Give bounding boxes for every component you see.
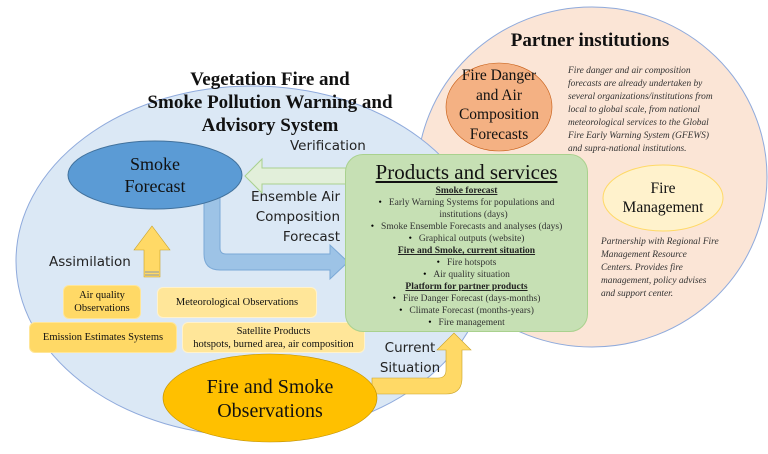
products-services-box: Products and services Smoke forecast Ear… — [345, 154, 588, 332]
section-list: Early Warning Systems for populations an… — [346, 197, 587, 245]
current-situation-line: Situation — [379, 360, 441, 376]
fire-danger-line: Composition — [458, 106, 540, 123]
section-list: Fire Danger Forecast (days-months) Clima… — [346, 293, 587, 329]
air-quality-observations-box: Air quality Observations — [63, 285, 141, 319]
satellite-line: Satellite Products — [236, 325, 311, 337]
observations-ellipse — [162, 353, 378, 443]
smoke-forecast-line: Forecast — [124, 176, 186, 196]
current-situation-line: Current — [384, 340, 436, 356]
smoke-forecast-label: Smoke Forecast — [90, 153, 220, 197]
list-item-continuation: institutions (days) — [439, 210, 508, 220]
main-title-line: Advisory System — [201, 115, 339, 136]
smoke-forecast-line: Smoke — [129, 154, 180, 174]
fire-management-ellipse — [602, 164, 724, 232]
assimilation-arrow — [133, 225, 171, 278]
note-line: meteorological services to the Global — [568, 118, 709, 128]
fire-management-line: Fire — [650, 180, 676, 197]
fire-danger-note: Fire danger and air composition forecast… — [568, 65, 768, 156]
air-quality-line: Air quality — [79, 290, 125, 301]
list-item: Fire Danger Forecast (days-months) — [346, 293, 587, 305]
ensemble-label: Ensemble Air Composition Forecast — [232, 187, 340, 247]
smoke-forecast-ellipse — [67, 140, 243, 210]
note-line: management, policy advises — [601, 276, 707, 286]
fire-danger-line: Fire Danger — [461, 67, 537, 84]
item-text: Smoke Ensemble Forecasts and analyses (d… — [381, 222, 563, 232]
item-text: Fire hotspots — [446, 258, 497, 268]
section-heading: Fire and Smoke, current situation — [397, 246, 536, 256]
fire-danger-line: Forecasts — [469, 125, 529, 143]
emission-estimates-box: Emission Estimates Systems — [29, 322, 177, 353]
meteorological-observations-box: Meteorological Observations — [157, 287, 317, 318]
note-line: forecasts are already undertaken by — [568, 79, 703, 89]
satellite-products-box: Satellite Products hotspots, burned area… — [182, 322, 365, 353]
main-system-title: Vegetation Fire and Smoke Pollution Warn… — [120, 68, 420, 137]
main-title-line: Vegetation Fire and — [190, 69, 350, 90]
list-item: Smoke Ensemble Forecasts and analyses (d… — [346, 221, 587, 233]
note-line: Management Resource — [601, 250, 687, 260]
section-heading: Platform for partner products — [405, 282, 528, 292]
observations-label: Fire and Smoke Observations — [170, 375, 370, 423]
note-line: local to global scale, from national — [568, 105, 700, 115]
satellite-line: hotspots, burned area, air composition — [193, 338, 354, 350]
assimilation-label: Assimilation — [49, 254, 131, 270]
list-item: Graphical outputs (website) — [346, 233, 587, 245]
note-line: Centers. Provides fire — [601, 263, 683, 273]
item-text: Air quality situation — [433, 270, 510, 280]
ensemble-line: Ensemble Air — [250, 189, 340, 205]
verification-label: Verification — [290, 138, 366, 154]
section-list: Fire hotspots Air quality situation — [346, 257, 587, 281]
fire-management-line: Management — [622, 199, 704, 216]
fire-danger-line: and Air — [475, 86, 523, 104]
list-item: Climate Forecast (months-years) — [346, 305, 587, 317]
section-heading: Smoke forecast — [435, 186, 498, 196]
note-line: and support center. — [601, 289, 674, 299]
item-text: Graphical outputs (website) — [418, 234, 525, 244]
item-text: Climate Forecast (months-years) — [409, 306, 534, 316]
fire-danger-ellipse — [445, 62, 553, 152]
observations-line: Observations — [217, 400, 323, 422]
current-situation-label: Current Situation — [374, 338, 446, 378]
verification-arrow — [244, 157, 361, 195]
item-text: Early Warning Systems for populations an… — [388, 198, 555, 208]
air-quality-line: Observations — [74, 303, 130, 314]
note-line: Partnership with Regional Fire — [601, 237, 719, 247]
current-situation-arrow — [371, 332, 472, 395]
ensemble-line: Forecast — [282, 229, 340, 245]
note-line: Fire Early Warning System (GFEWS) — [568, 131, 709, 141]
observations-line: Fire and Smoke — [206, 376, 334, 398]
note-line: several organizations/institutions from — [568, 92, 713, 102]
item-text: Fire management — [438, 318, 505, 328]
list-item: Fire management — [346, 317, 587, 329]
list-item: Air quality situation — [346, 269, 587, 281]
list-item: Early Warning Systems for populations an… — [346, 197, 587, 209]
main-title-line: Smoke Pollution Warning and — [147, 92, 393, 113]
ensemble-line: Composition — [255, 209, 340, 225]
item-text: Fire Danger Forecast (days-months) — [402, 294, 541, 304]
partner-institutions-title: Partner institutions — [510, 30, 670, 51]
note-line: and supra-national institutions. — [568, 144, 687, 154]
fire-management-label: Fire Management — [603, 179, 723, 217]
list-item: Fire hotspots — [346, 257, 587, 269]
fire-management-note: Partnership with Regional Fire Managemen… — [601, 236, 761, 301]
fire-danger-label: Fire Danger and Air Composition Forecast… — [450, 66, 548, 144]
note-line: Fire danger and air composition — [568, 66, 691, 76]
products-title: Products and services — [375, 160, 558, 184]
